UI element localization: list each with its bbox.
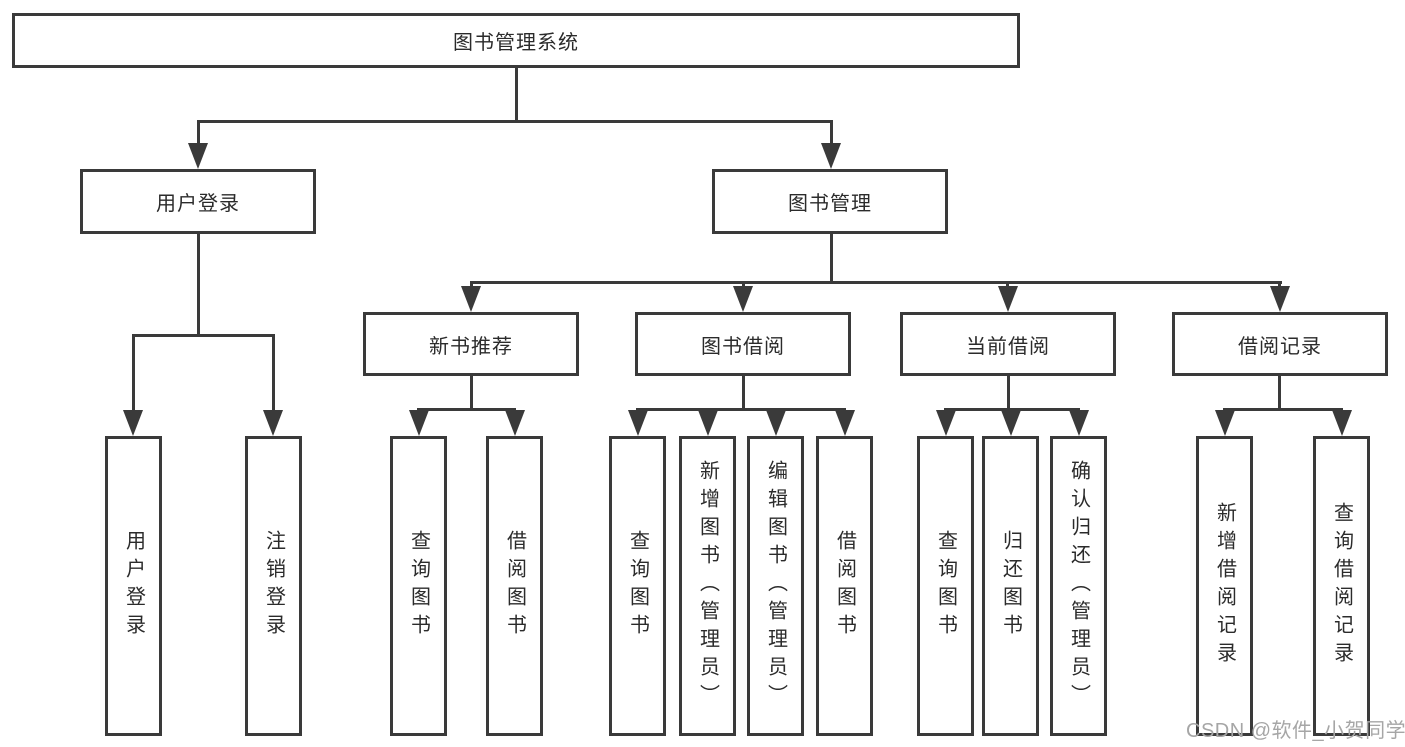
leaf-label: 新增借阅记录 (1213, 502, 1236, 670)
arrowhead-down (998, 286, 1018, 312)
arrowhead-down (1270, 286, 1290, 312)
leaf-add-books-admin: 新增图书（管理员） (679, 436, 736, 736)
arrowhead-down (461, 286, 481, 312)
arrowhead-down (409, 410, 429, 436)
leaf-borrow-books-recommend: 借阅图书 (486, 436, 543, 736)
arrowhead-down (1001, 410, 1021, 436)
leaf-query-books-borrowing: 查询图书 (609, 436, 666, 736)
arrowhead-down (698, 410, 718, 436)
leaf-edit-books-admin: 编辑图书（管理员） (747, 436, 804, 736)
connector-line (417, 408, 516, 411)
arrowhead-down (1069, 410, 1089, 436)
connector-line (944, 408, 1080, 411)
leaf-label: 查询借阅记录 (1330, 502, 1353, 670)
node-book-borrowing: 图书借阅 (635, 312, 851, 376)
arrowhead-down (835, 410, 855, 436)
leaf-user-login: 用户登录 (105, 436, 162, 736)
connector-line (742, 376, 745, 410)
leaf-label: 查询图书 (626, 530, 649, 642)
node-borrowing-records: 借阅记录 (1172, 312, 1388, 376)
csdn-watermark: CSDN @软件_小贺同学 (1186, 720, 1405, 742)
arrowhead-down (1215, 410, 1235, 436)
connector-line (470, 376, 473, 410)
connector-line (515, 68, 518, 122)
leaf-label: 借阅图书 (833, 530, 856, 642)
connector-line (1007, 376, 1010, 410)
leaf-label: 查询图书 (407, 530, 430, 642)
node-new-book-recommend: 新书推荐 (363, 312, 579, 376)
arrowhead-down (766, 410, 786, 436)
connector-line (272, 334, 275, 412)
arrowhead-down (188, 143, 208, 169)
connector-line (742, 281, 745, 290)
leaf-label: 新增图书（管理员） (696, 460, 719, 712)
leaf-return-books: 归还图书 (982, 436, 1039, 736)
leaf-label: 借阅图书 (503, 530, 526, 642)
connector-line (132, 334, 135, 412)
connector-line (830, 234, 833, 283)
leaf-label: 确认归还（管理员） (1067, 460, 1090, 712)
arrowhead-down (123, 410, 143, 436)
connector-line (470, 281, 1282, 284)
leaf-query-books-recommend: 查询图书 (390, 436, 447, 736)
leaf-label: 编辑图书（管理员） (764, 460, 787, 712)
arrowhead-down (628, 410, 648, 436)
connector-line (197, 120, 200, 146)
node-book-management: 图书管理 (712, 169, 948, 234)
connector-line (1006, 281, 1009, 290)
arrowhead-down (505, 410, 525, 436)
arrowhead-down (1332, 410, 1352, 436)
node-library-system: 图书管理系统 (12, 13, 1020, 68)
connector-line (1278, 376, 1281, 410)
connector-line (197, 234, 200, 337)
node-current-borrowing: 当前借阅 (900, 312, 1116, 376)
node-user-login: 用户登录 (80, 169, 316, 234)
connector-line (1278, 281, 1281, 290)
leaf-label: 用户登录 (122, 530, 145, 642)
connector-line (1223, 408, 1343, 411)
leaf-query-borrow-record: 查询借阅记录 (1313, 436, 1370, 736)
arrowhead-down (263, 410, 283, 436)
connector-line (636, 408, 846, 411)
leaf-logout: 注销登录 (245, 436, 302, 736)
connector-line (470, 281, 473, 290)
leaf-label: 归还图书 (999, 530, 1022, 642)
leaf-label: 查询图书 (934, 530, 957, 642)
connector-line (830, 120, 833, 146)
leaf-label: 注销登录 (262, 530, 285, 642)
arrowhead-down (821, 143, 841, 169)
leaf-add-borrow-record: 新增借阅记录 (1196, 436, 1253, 736)
leaf-borrow-books-borrowing: 借阅图书 (816, 436, 873, 736)
connector-line (197, 120, 833, 123)
arrowhead-down (733, 286, 753, 312)
connector-line (132, 334, 275, 337)
leaf-query-books-current: 查询图书 (917, 436, 974, 736)
arrowhead-down (936, 410, 956, 436)
leaf-confirm-return-admin: 确认归还（管理员） (1050, 436, 1107, 736)
